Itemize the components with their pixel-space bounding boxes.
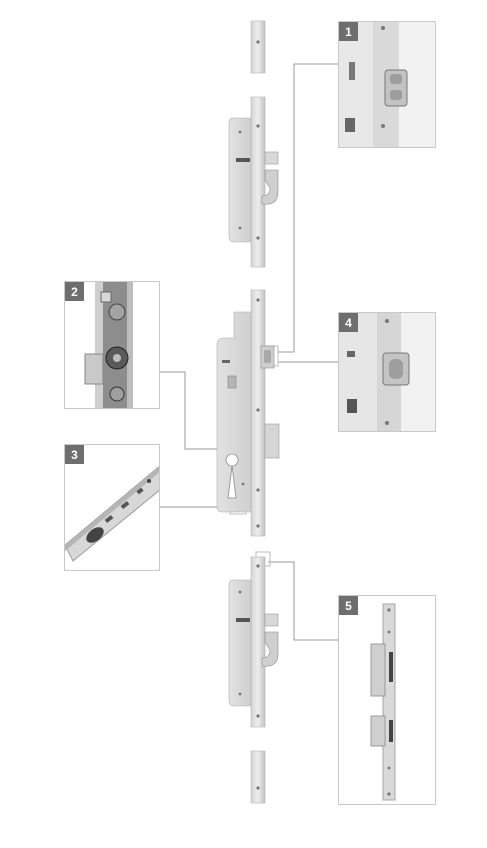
detail-number-badge: 4 bbox=[339, 313, 358, 332]
detail-box-2: 2 bbox=[64, 281, 160, 409]
keep-strike-detail-icon bbox=[339, 596, 435, 804]
hook-bolt-top bbox=[228, 96, 279, 268]
detail-box-3: 3 bbox=[64, 444, 160, 571]
detail-box-4: 4 bbox=[338, 312, 436, 432]
main-gearbox bbox=[216, 289, 280, 537]
roller-cam-side-detail-icon bbox=[339, 313, 435, 431]
detail-number-badge: 3 bbox=[65, 445, 84, 464]
end-cap-top bbox=[250, 20, 266, 74]
end-cap-bottom bbox=[250, 750, 266, 804]
detail-box-5: 5 bbox=[338, 595, 436, 805]
detail-number-badge: 1 bbox=[339, 22, 358, 41]
cylinder-cutout-detail-icon bbox=[65, 445, 159, 570]
gearbox-internals-detail-icon bbox=[65, 282, 159, 408]
detail-number-badge: 5 bbox=[339, 596, 358, 615]
detail-box-1: 1 bbox=[338, 21, 436, 148]
roller-cam-detail-icon bbox=[339, 22, 435, 147]
hook-bolt-bottom bbox=[228, 556, 279, 728]
detail-number-badge: 2 bbox=[65, 282, 84, 301]
